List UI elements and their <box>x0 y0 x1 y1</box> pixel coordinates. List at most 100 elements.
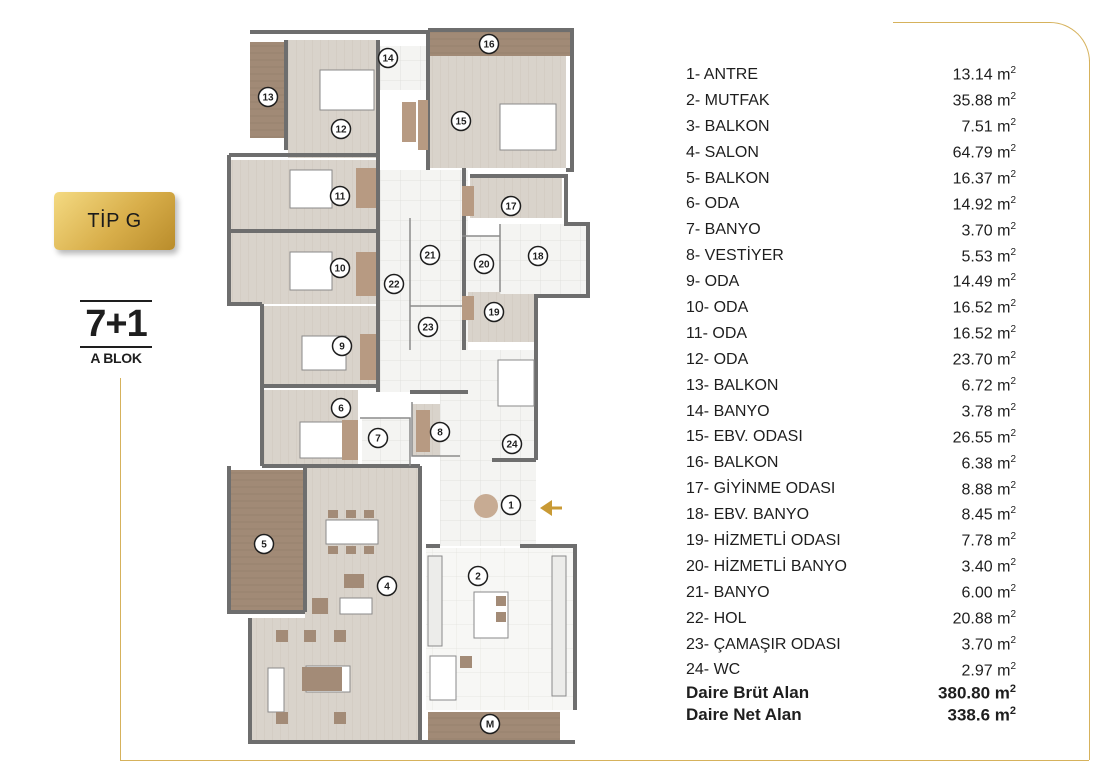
unit-superscript: 2 <box>1010 220 1016 232</box>
legend-area: 8.88 m2 <box>961 479 1016 498</box>
unit-superscript: 2 <box>1010 272 1016 284</box>
legend-label: 20- HİZMETLİ BANYO <box>686 557 847 575</box>
unit-type-rooms: 7+1 <box>85 303 147 345</box>
room-marker-circle <box>479 713 501 735</box>
legend-area: 6.00 m2 <box>961 583 1016 602</box>
room-marker-circle <box>376 575 398 597</box>
room-marker-circle <box>483 301 505 323</box>
room-marker-label: 2 <box>475 572 481 583</box>
legend-area: 2.97 m2 <box>961 660 1016 680</box>
unit-superscript: 2 <box>1010 453 1016 465</box>
legend-area: 23.70 m2 <box>952 350 1016 369</box>
unit-superscript: 2 <box>1010 65 1016 77</box>
room-marker-circle <box>383 273 405 295</box>
legend-row: 12- ODA 23.70 m2 <box>686 347 1016 373</box>
legend-area: 3.78 m2 <box>961 401 1016 421</box>
unit-superscript: 2 <box>1010 505 1016 517</box>
room-marker-circle <box>417 316 439 338</box>
legend-label: 12- ODA <box>686 350 749 368</box>
legend-label: 24- WC <box>686 661 741 679</box>
unit-superscript: 2 <box>1010 531 1016 543</box>
legend-row: 6- ODA 14.92 m2 <box>686 191 1016 217</box>
legend-area: 6.38 m2 <box>961 453 1016 472</box>
legend-label: 15- EBV. ODASI <box>686 428 803 446</box>
room-marker-label: 5 <box>261 540 267 551</box>
kitchen-counter <box>427 555 567 697</box>
legend-label: 23- ÇAMAŞIR ODASI <box>686 635 841 653</box>
furniture <box>267 359 535 713</box>
room-marker-label: 11 <box>335 192 346 203</box>
room-marker-circle <box>257 86 279 108</box>
unit-superscript: 2 <box>1010 246 1016 258</box>
room-marker-label: 23 <box>422 323 434 334</box>
legend-area: 7.78 m2 <box>961 531 1016 550</box>
total-label: Daire Brüt Alan <box>686 683 810 702</box>
unit-type-block: A BLOK <box>90 350 142 366</box>
unit-superscript: 2 <box>1010 91 1016 103</box>
unit-superscript: 2 <box>1009 704 1016 717</box>
room-marker-label: 16 <box>483 40 495 51</box>
legend-label: 3- BALKON <box>686 117 770 135</box>
type-badge-label: TİP G <box>87 209 142 232</box>
wardrobes <box>342 100 474 460</box>
room-marker-circle <box>467 565 489 587</box>
total-row: Daire Net Alan 338.6 m2 <box>686 704 1016 726</box>
entry-round-table <box>474 494 498 518</box>
unit-superscript: 2 <box>1009 682 1016 695</box>
room-marker-label: 15 <box>455 117 467 128</box>
unit-superscript: 2 <box>1010 117 1016 129</box>
unit-superscript: 2 <box>1010 583 1016 595</box>
total-label: Daire Net Alan <box>686 705 802 724</box>
legend-label: 6- ODA <box>686 195 740 213</box>
legend-label: 4- SALON <box>686 143 759 161</box>
room-marker-label: 24 <box>506 440 518 451</box>
legend-label: 19- HİZMETLİ ODASI <box>686 531 841 549</box>
legend-area: 3.40 m2 <box>961 557 1016 576</box>
room-marker-circle <box>501 433 523 455</box>
legend-label: 10- ODA <box>686 298 749 316</box>
unit-superscript: 2 <box>1010 194 1016 206</box>
room-marker-circle <box>527 245 549 267</box>
room-marker-label: 19 <box>488 308 500 319</box>
room-marker-circle <box>330 118 352 140</box>
room-marker-label: 1 <box>508 501 514 512</box>
legend-area: 8.45 m2 <box>961 505 1016 524</box>
room-marker-circle <box>478 33 500 55</box>
legend-area: 20.88 m2 <box>952 608 1016 628</box>
legend-area: 14.92 m2 <box>952 194 1016 214</box>
room-marker-circle <box>329 185 351 207</box>
total-area: 338.6 m2 <box>947 704 1016 725</box>
legend-label: 7- BANYO <box>686 221 761 239</box>
room-marker-label: 20 <box>478 260 490 271</box>
room-marker-circle <box>331 335 353 357</box>
unit-superscript: 2 <box>1010 660 1016 672</box>
room-marker-circle <box>329 257 351 279</box>
unit-superscript: 2 <box>1010 634 1016 646</box>
walls <box>227 28 590 744</box>
type-badge: TİP G <box>54 192 175 250</box>
room-marker-label: 17 <box>505 202 517 213</box>
room-marker-label: 18 <box>532 252 544 263</box>
legend-label: 2- MUTFAK <box>686 91 770 109</box>
chairs <box>276 510 506 724</box>
room-marker-label: 13 <box>262 93 274 104</box>
unit-superscript: 2 <box>1010 557 1016 569</box>
